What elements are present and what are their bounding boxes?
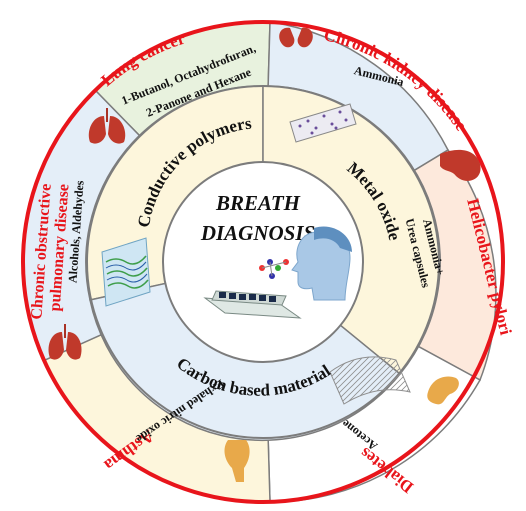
airways-icon [224,440,250,482]
conductive-polymer-film-icon [101,237,151,307]
metal-oxide-nanotube-icon [289,103,357,143]
lungs-icon [88,108,126,144]
person-head-icon [291,226,352,301]
stomach-icon [440,149,481,181]
lungs-icon-copd [48,324,82,360]
graphene-sheet-icon [329,356,411,405]
outer-red-ring [21,20,505,504]
kidney-icon [279,27,313,48]
center-title-line1: BREATH [215,191,301,215]
breath-molecules-icon [259,259,289,279]
center-disk [162,161,364,363]
breath-sensor-device [203,290,302,319]
center-title-line2: DIAGNOSIS [200,221,315,245]
pancreas-icon [427,376,459,405]
